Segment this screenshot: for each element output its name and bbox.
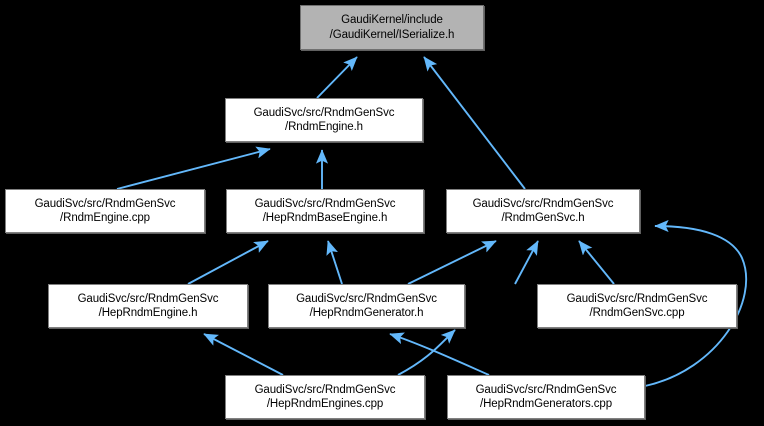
node-rndmgensvc-h[interactable]: GaudiSvc/src/RndmGenSvc /RndmGenSvc.h (446, 189, 640, 233)
node-heprndmbaseengine-h[interactable]: GaudiSvc/src/RndmGenSvc /HepRndmBaseEngi… (226, 189, 424, 233)
edge-hepgenerators_cpp-to-hepgenerator_h (389, 332, 490, 376)
node-label-line2: /RndmGenSvc.cpp (589, 307, 685, 319)
node-label-line1: GaudiSvc/src/RndmGenSvc (254, 383, 396, 396)
node-label-line2: /HepRndmGenerator.h (309, 307, 424, 319)
node-rndmengine-cpp[interactable]: GaudiSvc/src/RndmGenSvc /RndmEngine.cpp (5, 189, 205, 233)
node-rndmengine-h[interactable]: GaudiSvc/src/RndmGenSvc /RndmEngine.h (225, 98, 423, 142)
edge-hepengines_cpp-to-hepengine_h (203, 333, 284, 376)
node-heprndmgenerators-cpp[interactable]: GaudiSvc/src/RndmGenSvc /HepRndmGenerato… (447, 375, 645, 419)
node-label-line1: GaudiSvc/src/RndmGenSvc (254, 197, 396, 210)
edge-rndmengine_cpp-to-rndmengine_h (116, 146, 271, 190)
node-label-line1: GaudiSvc/src/RndmGenSvc (296, 292, 437, 305)
node-label-line1: GaudiSvc/src/RndmGenSvc (566, 292, 708, 305)
node-label-line2: /GaudiKernel/ISerialize.h (329, 28, 455, 41)
edge-rndmengine_h-to-iserialize (316, 56, 358, 99)
node-label-line1: GaudiSvc/src/RndmGenSvc (77, 292, 219, 305)
edge-rndmgensvc_h-to-iserialize (423, 56, 526, 190)
edge-hepengines_cpp-to-hepgenerator_h (397, 329, 456, 376)
node-label-line2: /HepRndmGenerators.cpp (479, 398, 613, 410)
node-label-line2: /HepRndmEngine.h (98, 307, 198, 319)
node-rndmgensvc-cpp[interactable]: GaudiSvc/src/RndmGenSvc /RndmGenSvc.cpp (537, 284, 737, 328)
node-heprndmgenerator-h[interactable]: GaudiSvc/src/RndmGenSvc /HepRndmGenerato… (268, 284, 465, 328)
node-label-line2: /HepRndmEngines.cpp (266, 398, 384, 410)
node-label-line1: GaudiSvc/src/RndmGenSvc (34, 197, 176, 210)
edge-hepgenerator_h-to-rndmgensvc_h (514, 240, 539, 285)
node-label-line1: GaudiSvc/src/RndmGenSvc (472, 197, 614, 210)
node-label-line2: /RndmGenSvc.h (501, 212, 585, 224)
node-heprndmengines-cpp[interactable]: GaudiSvc/src/RndmGenSvc /HepRndmEngines.… (225, 375, 425, 419)
node-heprndmengine-h[interactable]: GaudiSvc/src/RndmGenSvc /HepRndmEngine.h (48, 284, 248, 328)
edge-hepengine_h-to-rndmgensvc_h (407, 240, 497, 285)
node-label-line2: /RndmEngine.h (285, 121, 363, 133)
edge-hepgenerator_h-to-hepbase_h (326, 240, 343, 285)
node-label-line1: GaudiSvc/src/RndmGenSvc (253, 106, 395, 119)
node-label-line1: GaudiSvc/src/RndmGenSvc (475, 383, 617, 396)
node-label-line1: GaudiKernel/include (341, 14, 443, 26)
node-label-line2: /RndmEngine.cpp (60, 212, 150, 224)
edge-hepengine_h-to-hepbase_h (187, 240, 269, 285)
node-iserialize[interactable]: GaudiKernel/include /GaudiKernel/ISerial… (300, 5, 484, 50)
edge-rndmgensvc_cpp-to-rndmgensvc_h (578, 240, 615, 285)
node-label-line2: /HepRndmBaseEngine.h (262, 212, 388, 224)
